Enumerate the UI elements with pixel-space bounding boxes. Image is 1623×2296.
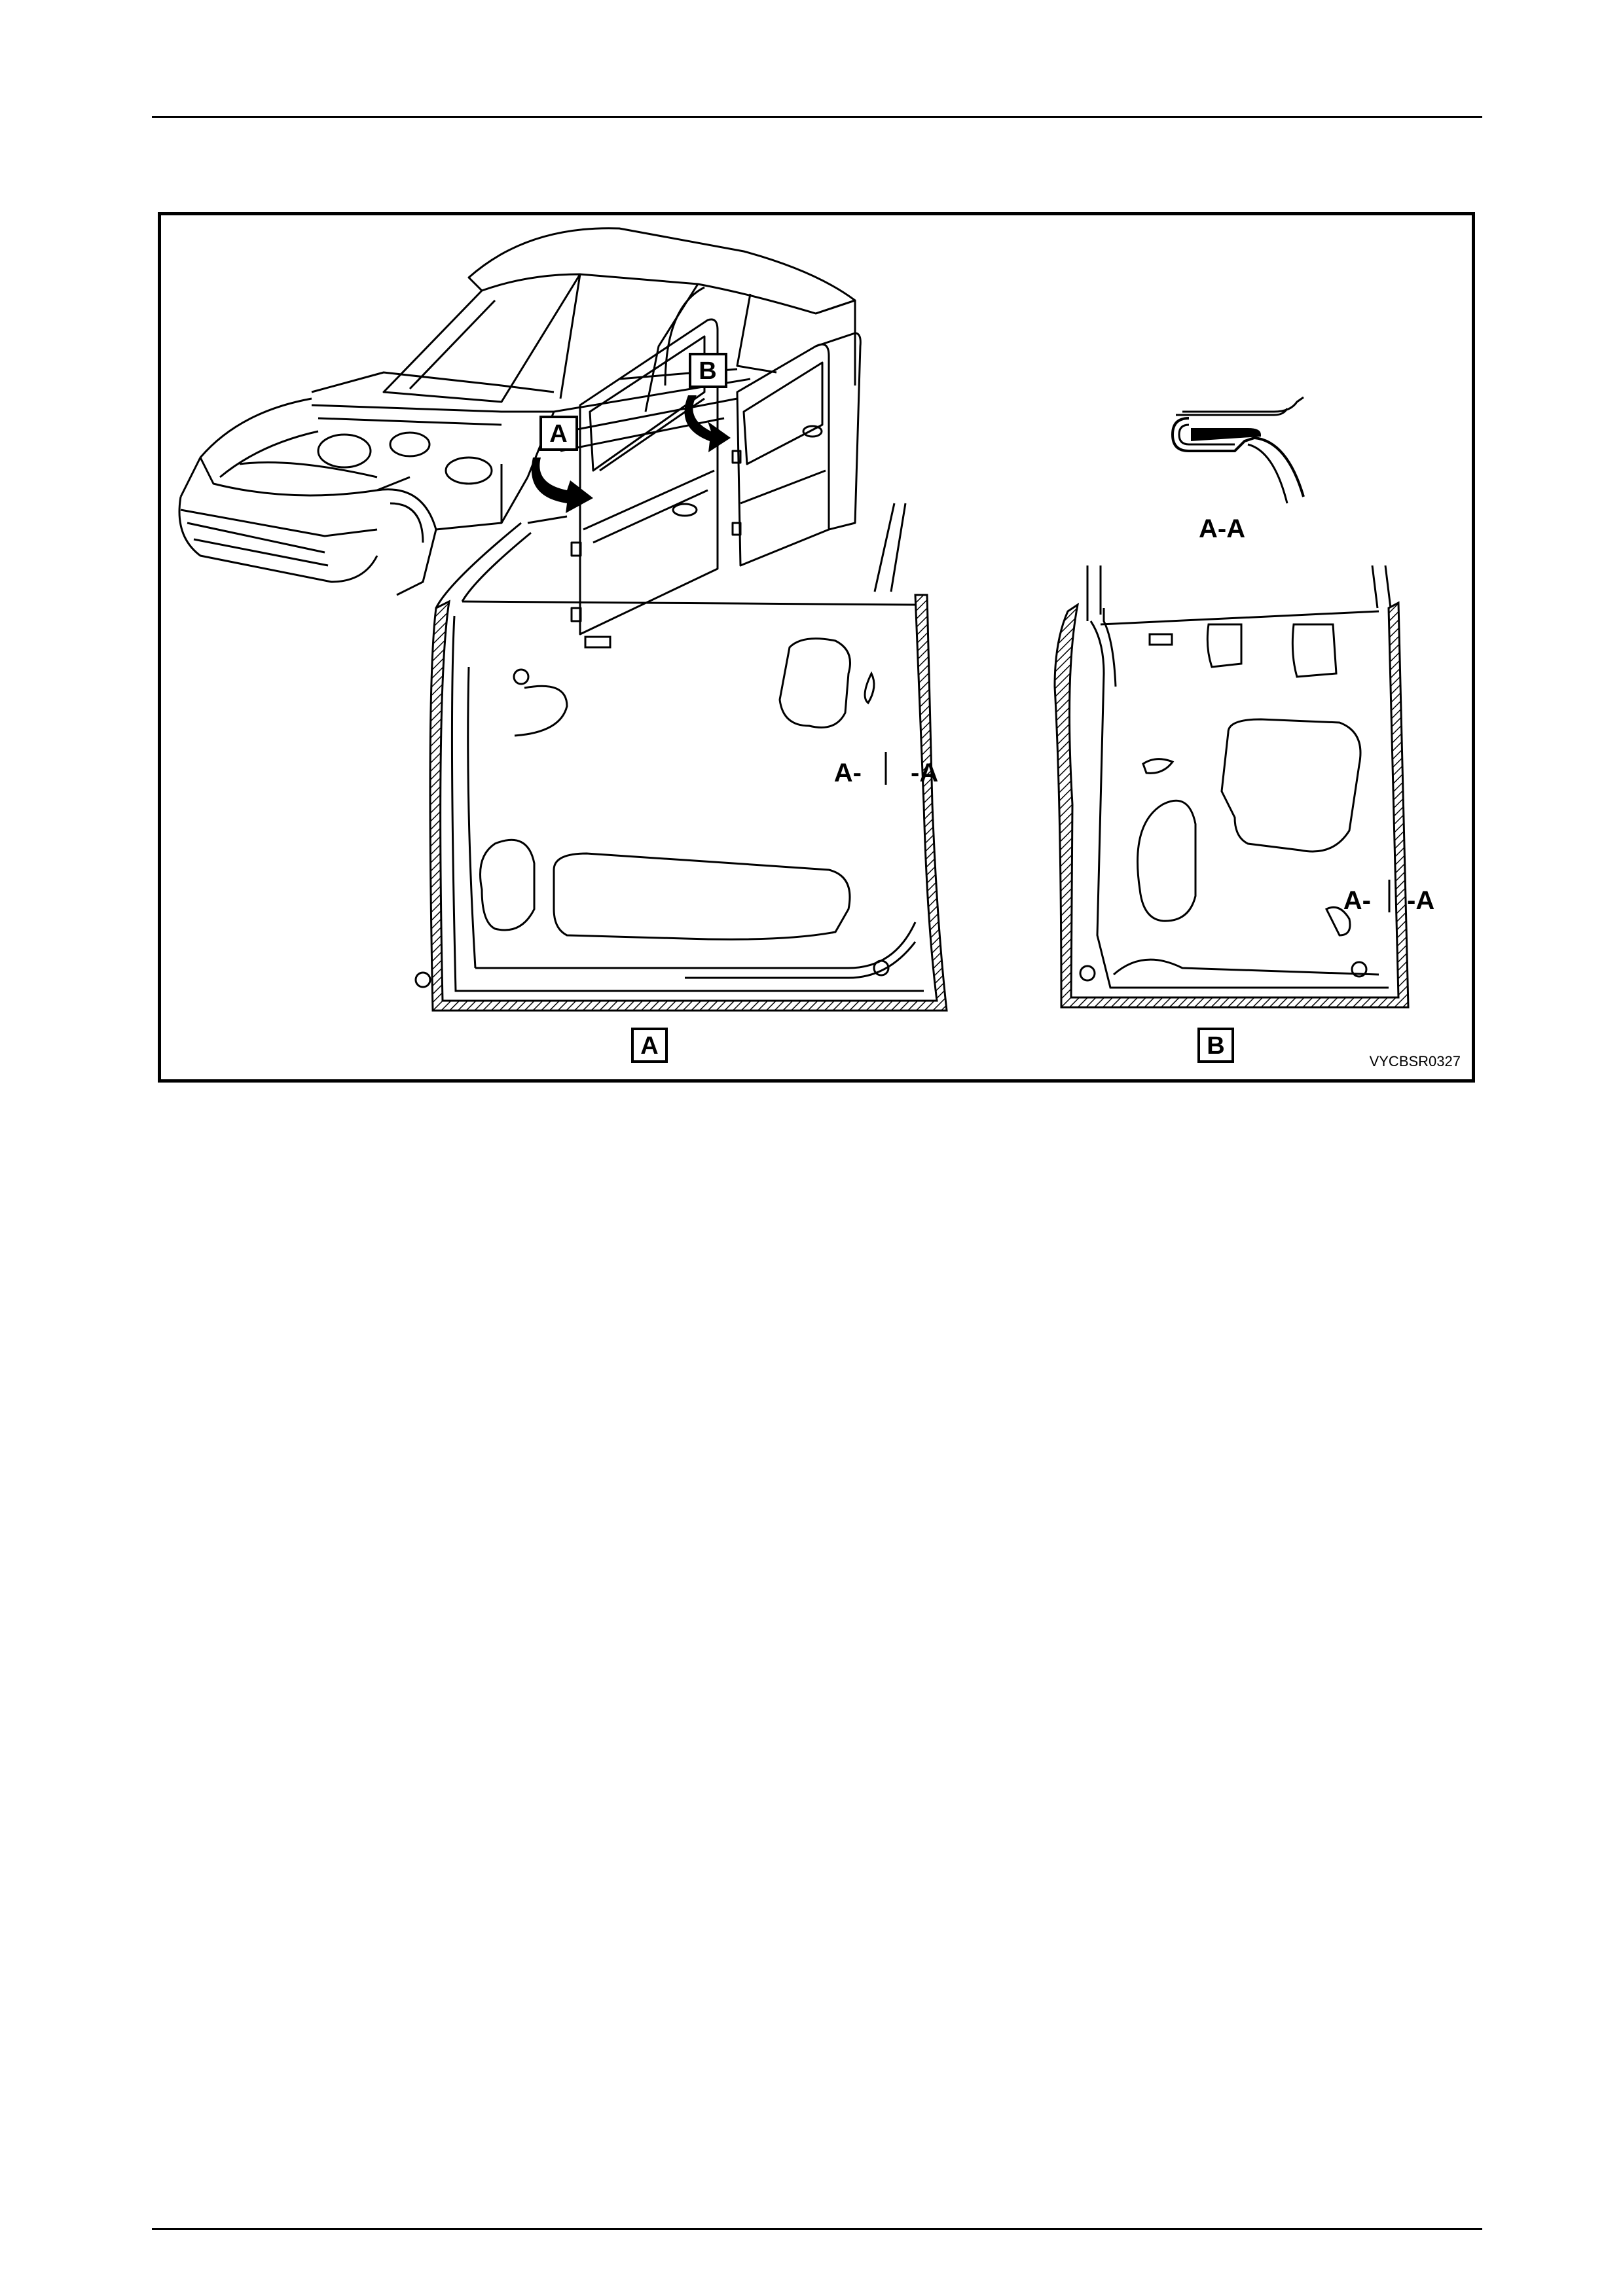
door-sealing-diagram: A B A-A [161,215,1472,1079]
svg-text:A-: A- [1343,886,1371,915]
svg-text:B: B [1207,1032,1224,1060]
svg-text:-A: -A [911,759,938,787]
svg-text:A: A [640,1032,658,1060]
callout-b: B [685,354,731,452]
figure-frame: A B A-A [158,212,1475,1083]
figure-code: VYCBSR0327 [1370,1053,1461,1069]
svg-text:B: B [699,357,716,385]
callout-a-arrow [532,457,593,513]
footer-rule [152,2228,1482,2230]
rear-door-view-b: A- -A B [1055,565,1434,1062]
section-aa-detail: A-A [1173,397,1304,543]
header-rule [152,116,1482,118]
svg-text:-A: -A [1407,886,1434,915]
svg-text:A: A [549,420,567,448]
svg-text:A-: A- [834,759,862,787]
callout-a: A [532,417,593,513]
svg-text:A-A: A-A [1199,514,1245,543]
car-body-illustration [179,228,860,634]
